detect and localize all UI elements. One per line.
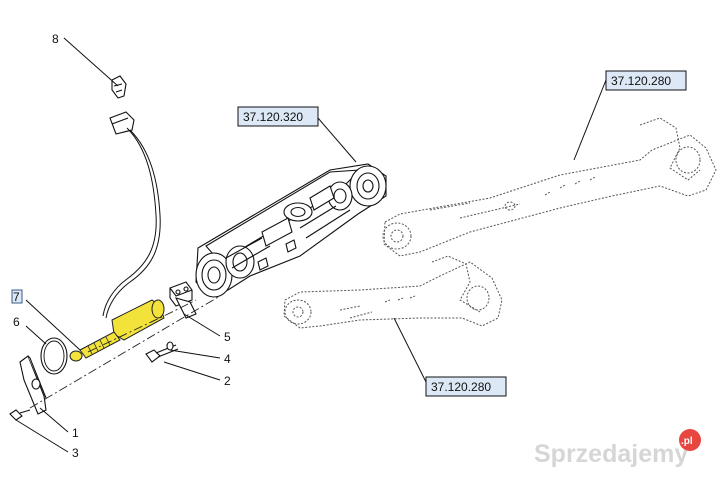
leader-5 xyxy=(183,313,221,337)
leader-ref-upper xyxy=(573,79,607,161)
reference-lift-arm-lower[interactable]: 37.120.280 xyxy=(425,376,507,397)
leader-3 xyxy=(15,419,69,453)
callout-7: 7 xyxy=(13,290,20,304)
leader-2 xyxy=(163,361,221,381)
axle-housing xyxy=(195,163,387,298)
leader-1 xyxy=(39,407,69,433)
reference-axle-housing-label: 37.120.320 xyxy=(243,110,303,124)
bracket-plate xyxy=(19,355,47,415)
o-ring xyxy=(40,337,68,375)
o-ring-inner xyxy=(43,340,65,372)
watermark-text: Sprzedajemy xyxy=(534,440,688,468)
assembly-axis-line-2 xyxy=(87,299,197,353)
washer xyxy=(166,341,174,351)
leader-8 xyxy=(63,37,119,87)
leader-4 xyxy=(169,349,221,359)
watermark: Sprzedajemy .pl xyxy=(534,429,701,468)
assembly-axis-line xyxy=(29,295,221,409)
leader-ref-lower xyxy=(393,317,427,383)
upper-lift-arm-ghost xyxy=(382,117,717,257)
callout-4: 4 xyxy=(224,352,231,366)
leader-ref-axle xyxy=(317,117,357,163)
reference-axle-housing[interactable]: 37.120.320 xyxy=(237,106,319,127)
lower-lift-arm-ghost xyxy=(283,255,503,329)
leader-7 xyxy=(25,299,81,351)
callout-1: 1 xyxy=(72,426,79,440)
callout-5: 5 xyxy=(224,330,231,344)
watermark-suffix: .pl xyxy=(681,436,693,447)
callout-3: 3 xyxy=(72,446,79,460)
reference-lift-arm-upper-label: 37.120.280 xyxy=(611,74,671,88)
cable-clip xyxy=(111,75,127,99)
mounting-block xyxy=(169,281,197,319)
callout-7-highlight-box xyxy=(11,289,23,304)
reference-lift-arm-lower-label: 37.120.280 xyxy=(431,380,491,394)
leader-6 xyxy=(25,325,47,345)
sensor-cable xyxy=(105,129,161,319)
callout-8: 8 xyxy=(52,32,59,46)
screw xyxy=(9,409,31,421)
reference-lift-arm-upper[interactable]: 37.120.280 xyxy=(605,70,687,91)
sensor-cable-inner xyxy=(102,127,157,317)
callout-6: 6 xyxy=(13,315,20,329)
watermark-badge xyxy=(679,429,701,451)
callout-2: 2 xyxy=(224,374,231,388)
